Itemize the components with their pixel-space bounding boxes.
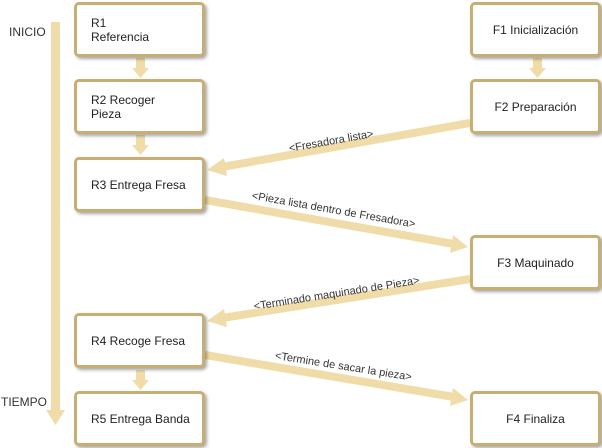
- state-label: F2 Preparación: [494, 99, 577, 114]
- state-label: R5 Entrega Banda: [91, 411, 190, 426]
- state-r3: R3 Entrega Fresa: [74, 157, 205, 212]
- state-f1: F1 Inicialización: [470, 2, 601, 57]
- robot-flow-arrow: [132, 58, 149, 78]
- state-label: F4 Finaliza: [506, 411, 565, 426]
- state-r2: R2 Recoger Pieza: [74, 79, 205, 134]
- fresadora-flow-arrow: [529, 58, 546, 78]
- state-r5: R5 Entrega Banda: [74, 391, 205, 446]
- robot-flow-arrow: [132, 135, 149, 155]
- message-arrow-fresadora-lista: [207, 119, 471, 176]
- timeline-start-label: INICIO: [9, 25, 46, 39]
- timeline-arrow: [46, 22, 65, 425]
- message-arrow-termine: [204, 351, 468, 406]
- state-r1: R1 Referencia: [74, 2, 205, 57]
- state-label: F3 Maquinado: [497, 255, 574, 270]
- state-r4: R4 Recoge Fresa: [74, 313, 205, 368]
- state-label: F1 Inicialización: [492, 22, 579, 37]
- robot-flow-arrow: [132, 370, 149, 390]
- state-label: R2 Recoger Pieza: [91, 92, 156, 121]
- message-arrow-terminado: [207, 275, 471, 327]
- state-label: R3 Entrega Fresa: [91, 177, 186, 192]
- state-label: R1 Referencia: [91, 15, 150, 44]
- state-label: R4 Recoge Fresa: [91, 333, 186, 348]
- timeline-end-label: TIEMPO: [1, 395, 48, 409]
- state-f4: F4 Finaliza: [470, 391, 601, 446]
- state-f3: F3 Maquinado: [470, 235, 601, 290]
- message-arrow-pieza-lista: [204, 196, 468, 253]
- state-f2: F2 Preparación: [470, 79, 601, 134]
